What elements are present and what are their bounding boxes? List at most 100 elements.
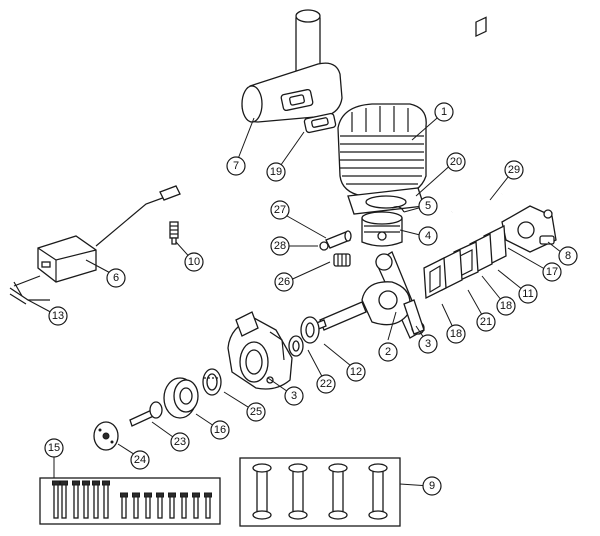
callout-4: 4 [418,226,438,246]
callout-label: 24 [134,454,146,466]
crankshaft-part [303,251,425,339]
cylinder-part [337,103,427,197]
callout-label: 18 [450,328,462,340]
callout-3a: 3 [418,334,438,354]
callout-5: 5 [418,196,438,216]
callout-13: 13 [48,306,68,326]
callout-17: 17 [542,262,562,282]
callout-label: 18 [500,300,512,312]
standoff [332,469,344,515]
standoff [292,469,304,515]
standoff-set-part [239,457,401,527]
screw [121,495,127,519]
screw-set-part [39,477,221,525]
screw [53,483,59,519]
callout-7: 7 [226,156,246,176]
screw [61,483,67,519]
callout-label: 1 [441,106,447,118]
carburetor-part [501,205,557,253]
muffler-part [241,9,343,123]
callout-label: 29 [508,164,520,176]
piston-part [361,211,403,247]
screw [103,483,109,519]
callout-label: 15 [48,442,60,454]
callout-10: 10 [184,252,204,272]
rod-cap-part [403,299,425,335]
callout-28: 28 [270,236,290,256]
standoff [256,469,268,515]
callout-11: 11 [518,284,538,304]
callout-2: 2 [378,342,398,362]
drive-hub-part [163,377,199,419]
crankcase-part [227,311,293,390]
callout-25: 25 [246,402,266,422]
callout-29: 29 [504,160,524,180]
callout-label: 12 [350,366,362,378]
callout-label: 26 [278,276,290,288]
callout-15: 15 [44,438,64,458]
callout-27: 27 [270,200,290,220]
screw [169,495,175,519]
callout-label: 28 [274,240,286,252]
callout-1: 1 [434,102,454,122]
intake-stack-part [423,16,507,300]
callout-label: 2 [385,346,391,358]
callout-label: 7 [233,160,239,172]
screw [205,495,211,519]
screw [193,495,199,519]
screw [93,483,99,519]
callout-16: 16 [210,420,230,440]
callout-19: 19 [266,162,286,182]
callout-group: 1233456789101112131516171818192021222324… [44,102,578,496]
callout-9: 9 [422,476,442,496]
callout-label: 3 [425,338,431,350]
callout-label: 23 [174,436,186,448]
screw [181,495,187,519]
callout-label: 21 [480,316,492,328]
callout-label: 10 [188,256,200,268]
callout-label: 5 [425,200,431,212]
callout-3b: 3 [284,386,304,406]
callout-18a: 18 [446,324,466,344]
screw [133,495,139,519]
prop-washer-part [93,421,119,451]
callout-21: 21 [476,312,496,332]
spark-plug-part [169,221,179,245]
callout-label: 13 [52,310,64,322]
small-end-bearing-part [333,253,351,267]
callout-label: 17 [546,266,558,278]
callout-12: 12 [346,362,366,382]
callout-22: 22 [316,374,336,394]
callout-label: 19 [270,166,282,178]
pin-ring-part [319,241,329,251]
callout-label: 16 [214,424,226,436]
exhaust-gasket-part [303,112,337,134]
callout-label: 6 [113,272,119,284]
callout-6: 6 [106,268,126,288]
prop-shaft-part [129,401,163,427]
screw [83,483,89,519]
callout-label: 9 [429,480,435,492]
callout-23: 23 [170,432,190,452]
piston-pin-part [325,230,352,249]
front-bearing-part [300,316,320,344]
rear-bearing-part [288,335,304,357]
callout-label: 3 [291,390,297,402]
screw [145,495,151,519]
callout-label: 8 [565,250,571,262]
callout-label: 27 [274,204,286,216]
callout-26: 26 [274,272,294,292]
screw [157,495,163,519]
callout-label: 25 [250,406,262,418]
callout-20: 20 [446,152,466,172]
piston-clip-part [391,206,405,213]
callout-24: 24 [130,450,150,470]
callout-label: 4 [425,230,431,242]
callout-label: 22 [320,378,332,390]
screw [73,483,79,519]
thrust-washer-part [202,368,222,396]
callout-18b: 18 [496,296,516,316]
standoff [372,469,384,515]
callout-8: 8 [558,246,578,266]
callout-label: 11 [522,288,533,300]
